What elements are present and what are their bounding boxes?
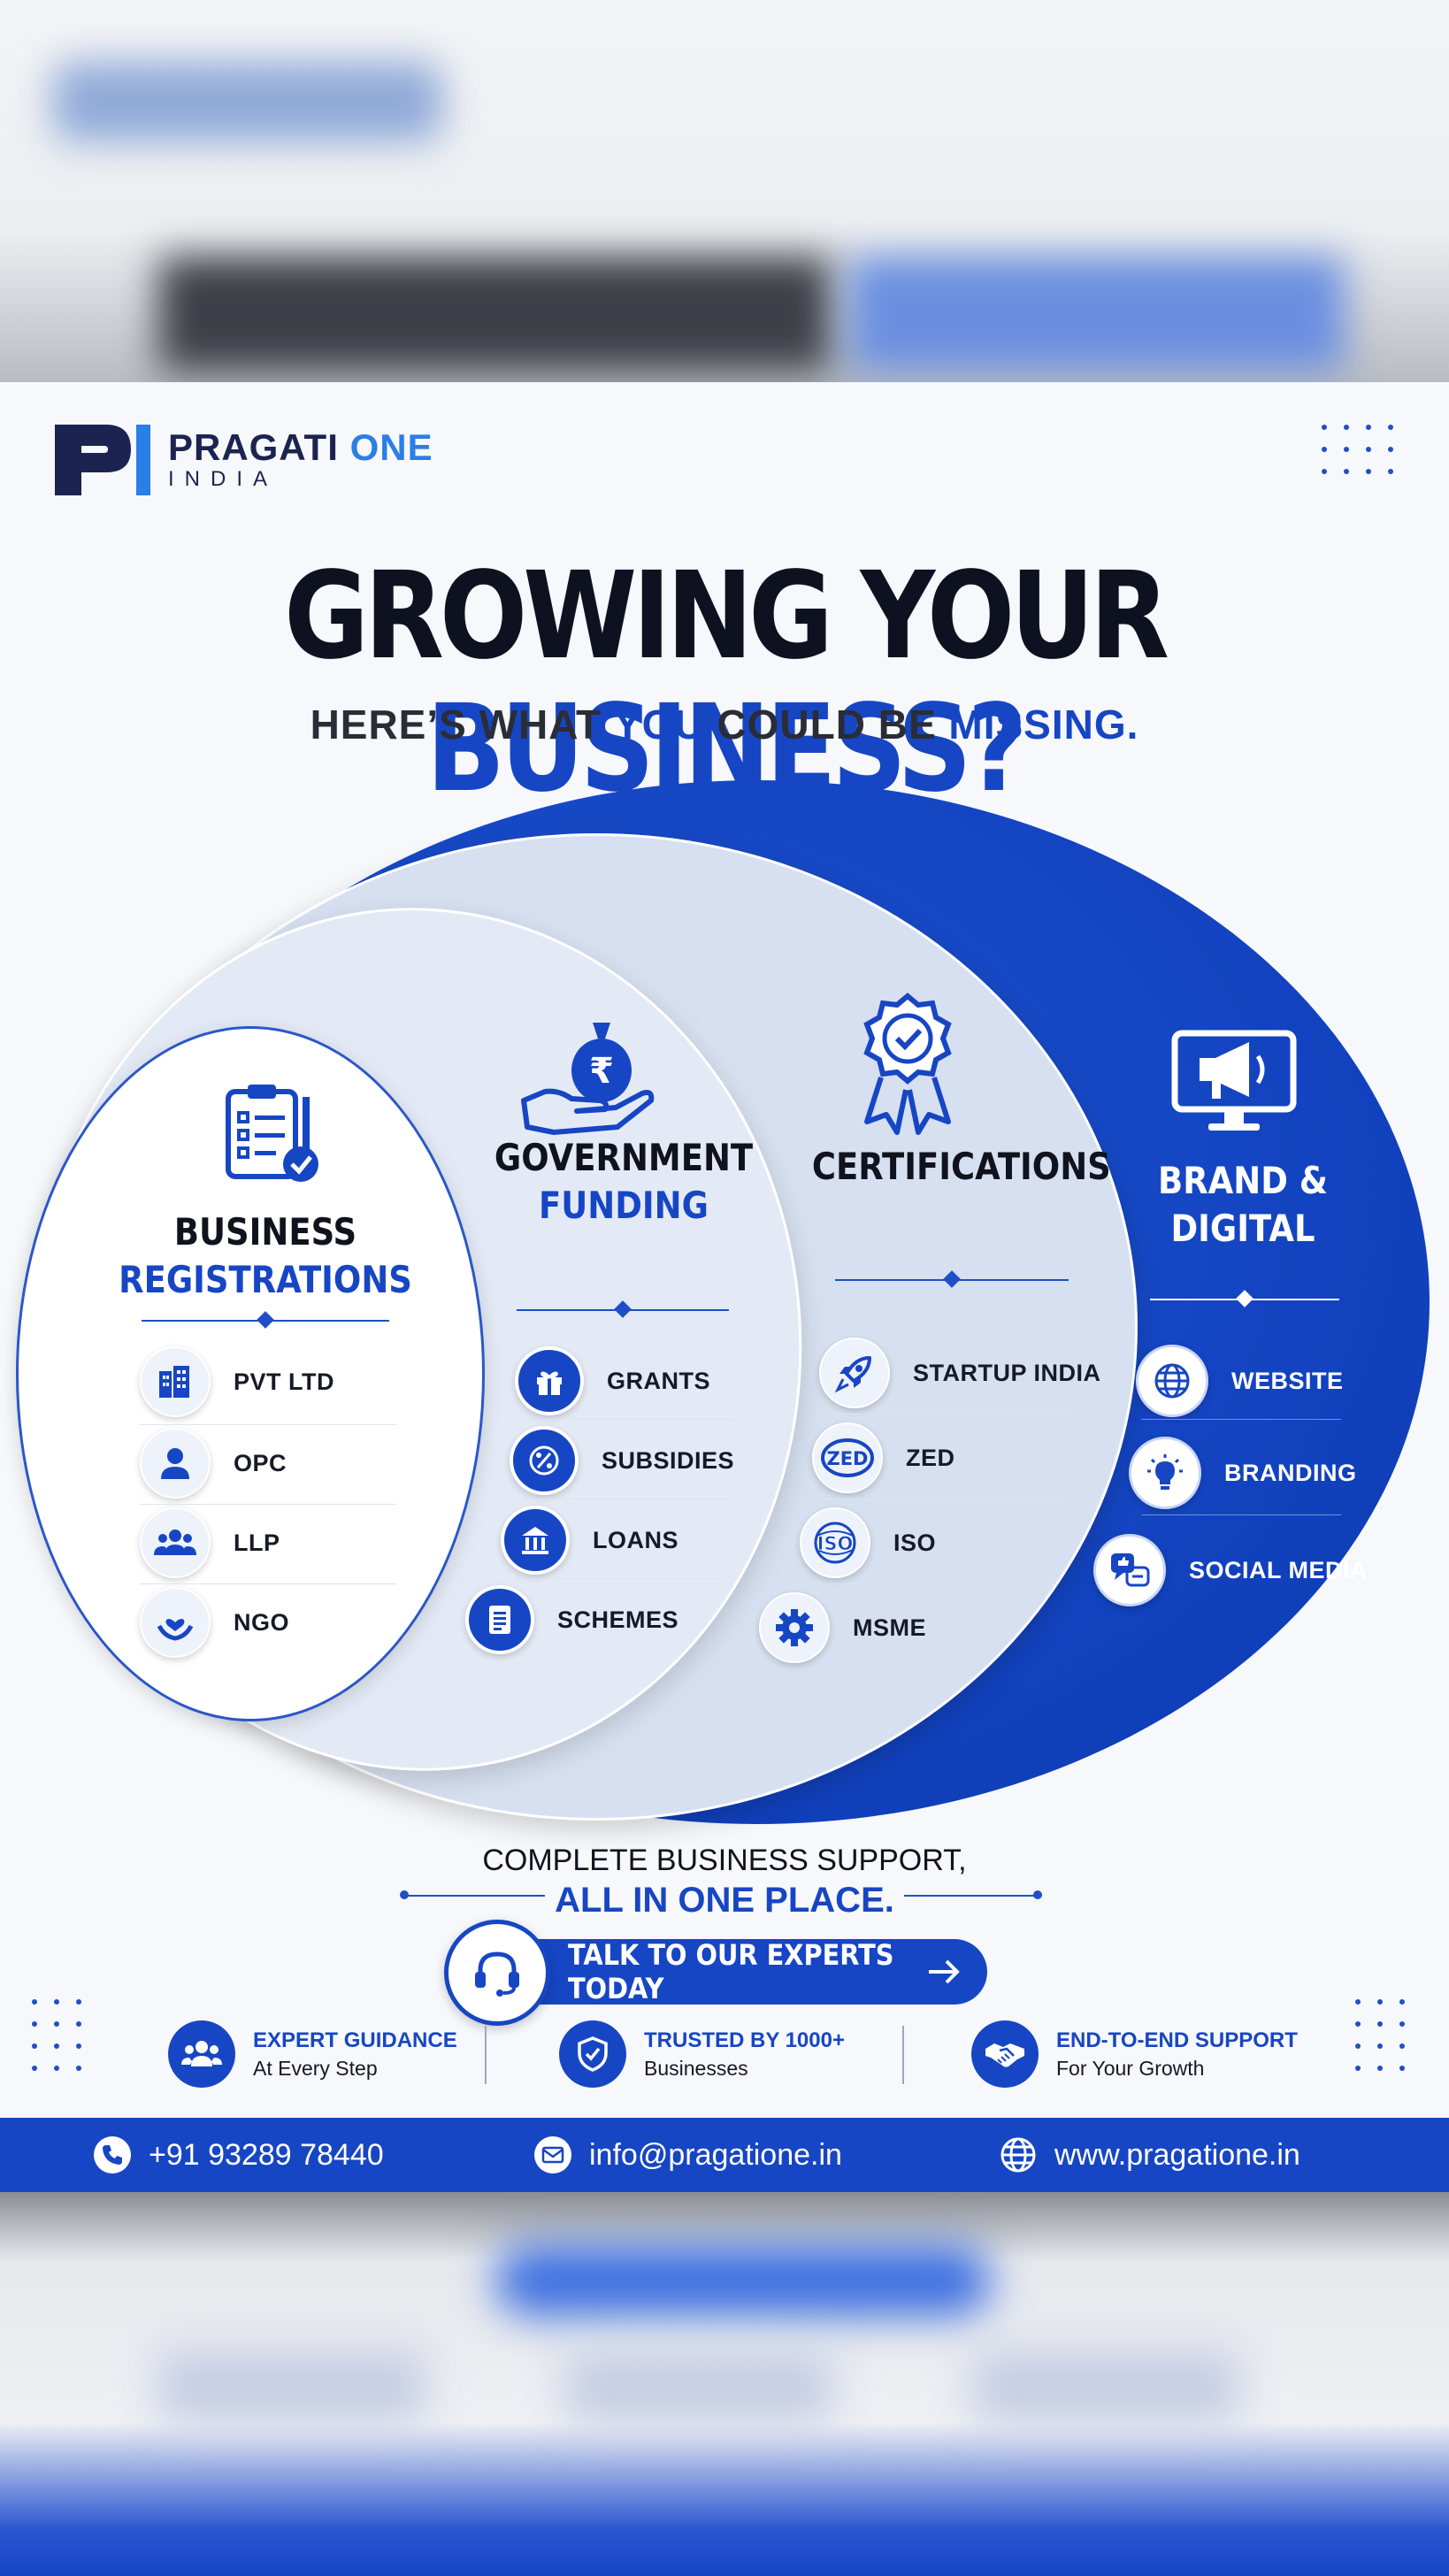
logo-mark-icon (55, 425, 150, 495)
social-chat-icon (1093, 1534, 1166, 1606)
team-icon (168, 2020, 235, 2088)
list-item-branding[interactable]: BRANDING (1129, 1437, 1357, 1509)
iso-badge-icon: ISO (800, 1507, 870, 1578)
shield-check-icon (559, 2020, 626, 2088)
headline: GROWING YOUR BUSINESS? (284, 547, 1169, 819)
list-item-loans[interactable]: LOANS (501, 1506, 678, 1575)
brand-sub: INDIA (168, 467, 279, 491)
feature-trusted: TRUSTED BY 1000+ Businesses (559, 2020, 845, 2088)
list-item-startup-india[interactable]: STARTUP INDIA (819, 1338, 1101, 1408)
column-title-business-registrations: BUSINESS REGISTRATIONS (119, 1210, 412, 1301)
row-separator (140, 1583, 396, 1584)
row-separator (1141, 1514, 1341, 1515)
bank-icon (501, 1506, 570, 1575)
column-title-certifications: CERTIFICATIONS (811, 1145, 1111, 1188)
list-item-pvt-ltd[interactable]: PVT LTD (140, 1346, 334, 1417)
heart-hands-icon (140, 1587, 211, 1658)
rupee-bag-hand-icon: ₹ (521, 1023, 655, 1135)
decor-dots-top-right (1322, 425, 1393, 474)
divider-business-registrations (142, 1320, 389, 1322)
row-separator (140, 1424, 396, 1425)
person-icon (140, 1428, 211, 1499)
list-item-ngo[interactable]: NGO (140, 1587, 289, 1658)
column-title-government-funding: GOVERNMENT FUNDING (494, 1136, 754, 1227)
promo-card: PRAGATI ONE INDIA GROWING YOUR BUSINESS?… (0, 382, 1449, 2192)
list-item-zed[interactable]: ZED ZED (812, 1422, 955, 1493)
feature-separator (902, 2026, 904, 2084)
clipboard-check-icon (226, 1085, 318, 1182)
zed-badge-icon: ZED (812, 1422, 883, 1493)
list-item-llp[interactable]: LLP (140, 1507, 280, 1578)
list-item-subsidies[interactable]: SUBSIDIES (510, 1426, 734, 1495)
cta-rule-right (904, 1890, 1042, 1899)
percent-tag-icon (510, 1426, 579, 1495)
contact-phone[interactable]: +91 93289 78440 (94, 2118, 384, 2192)
group-icon (140, 1507, 211, 1578)
decor-dots-left (32, 1999, 81, 2071)
arrow-right-icon (929, 1959, 960, 1984)
blurred-backdrop-top (0, 0, 1449, 382)
globe-icon (1000, 2136, 1037, 2174)
list-item-opc[interactable]: OPC (140, 1428, 287, 1499)
cta-line-1: COMPLETE BUSINESS SUPPORT, (482, 1844, 967, 1877)
contact-email[interactable]: info@pragatione.in (534, 2118, 842, 2192)
divider-government-funding (517, 1309, 729, 1311)
feature-separator (485, 2026, 487, 2084)
buildings-icon (140, 1346, 211, 1417)
handshake-icon (971, 2020, 1039, 2088)
blurred-backdrop-bottom (0, 2192, 1449, 2576)
divider-brand-digital (1150, 1299, 1339, 1300)
list-item-schemes[interactable]: SCHEMES (465, 1585, 678, 1654)
megaphone-monitor-icon (1171, 1030, 1297, 1131)
row-separator (518, 1578, 722, 1579)
row-separator (809, 1583, 1053, 1584)
row-separator (140, 1504, 396, 1505)
document-icon (465, 1585, 534, 1654)
rocket-icon (819, 1338, 890, 1408)
brand-name: PRAGATI ONE (168, 426, 433, 468)
list-item-iso[interactable]: ISO ISO (800, 1507, 936, 1578)
feature-expert-guidance: EXPERT GUIDANCE At Every Step (168, 2020, 457, 2088)
list-item-grants[interactable]: GRANTS (515, 1346, 710, 1415)
phone-icon (94, 2136, 131, 2174)
brand-logo[interactable]: PRAGATI ONE INDIA (55, 419, 433, 501)
divider-certifications (835, 1279, 1069, 1281)
list-item-social-media[interactable]: SOCIAL MEDIA (1093, 1534, 1368, 1606)
oval-business-registrations (16, 1026, 485, 1721)
idea-bulb-icon (1129, 1437, 1201, 1509)
svg-text:ISO: ISO (817, 1533, 854, 1554)
gear-icon (759, 1592, 830, 1663)
subheadline: HERE’S WHAT YOU COULD BE MISSING. (310, 702, 1139, 748)
svg-text:ZED: ZED (826, 1448, 868, 1469)
headset-icon (444, 1920, 550, 2026)
award-badge-icon (863, 993, 952, 1135)
contact-footer: +91 93289 78440 info@pragatione.in www.p… (0, 2118, 1449, 2192)
feature-end-to-end: END-TO-END SUPPORT For Your Growth (971, 2020, 1298, 2088)
globe-icon (1136, 1345, 1208, 1417)
list-item-website[interactable]: WEBSITE (1136, 1345, 1344, 1417)
gift-icon (515, 1346, 584, 1415)
list-item-msme[interactable]: MSME (759, 1592, 926, 1663)
svg-text:₹: ₹ (589, 1051, 614, 1092)
contact-website[interactable]: www.pragatione.in (1000, 2118, 1300, 2192)
row-separator (531, 1419, 734, 1420)
talk-to-experts-button[interactable]: TALK TO OUR EXPERTS TODAY (495, 1938, 987, 2005)
mail-icon (534, 2136, 571, 2174)
cta-line-2: ALL IN ONE PLACE. (555, 1881, 894, 1920)
cta-rule-left (400, 1890, 545, 1899)
row-separator (1141, 1419, 1341, 1420)
column-title-brand-digital: BRAND & DIGITAL (1158, 1159, 1328, 1250)
decor-dots-right (1355, 1999, 1405, 2071)
